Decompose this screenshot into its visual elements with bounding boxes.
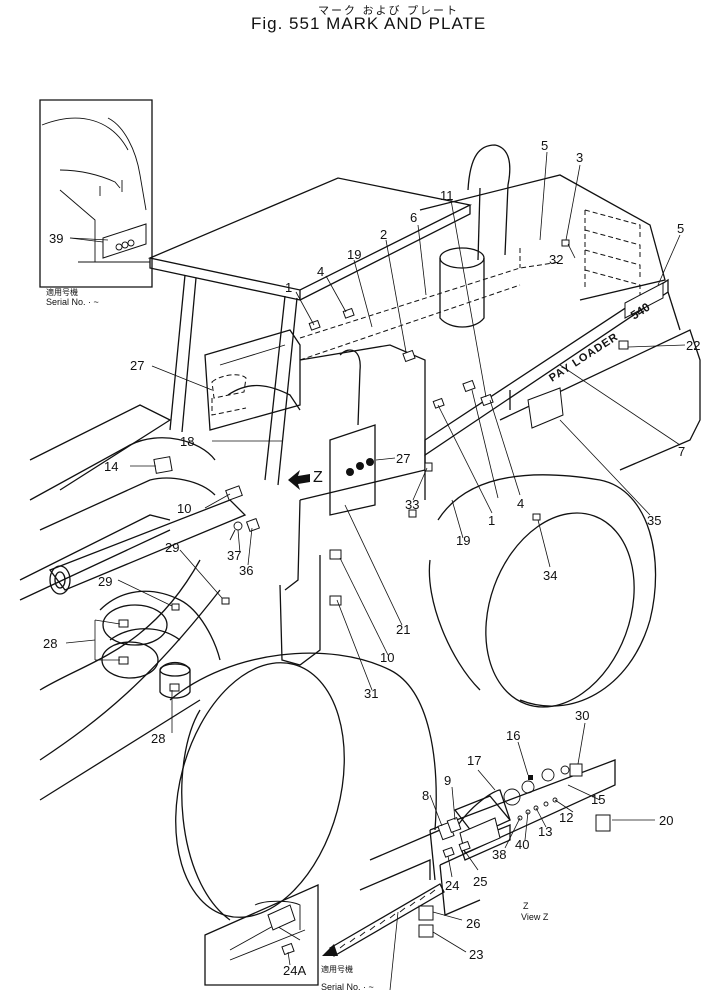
callout-4-upper: 4 [317,264,324,279]
callout-19-lower: 19 [456,533,470,548]
callout-5-right: 5 [677,221,684,236]
callout-8: 8 [422,788,429,803]
callout-1-upper: 1 [285,280,292,295]
callout-6: 6 [410,210,417,225]
view-z-letter: Z [523,901,529,911]
callout-22: 22 [686,338,700,353]
callout-27-right: 27 [396,451,410,466]
callout-17: 17 [467,753,481,768]
callout-21: 21 [396,622,410,637]
callout-24: 24 [445,878,459,893]
cab [147,177,472,666]
callout-14: 14 [104,459,118,474]
inset-top-left: 適用号機 Serial No. · ~ [39,99,153,307]
callout-29-upper: 29 [165,540,179,555]
callout-40: 40 [515,837,529,852]
callout-37: 37 [227,548,241,563]
callout-24A: 24A [283,963,306,978]
callout-4-lower: 4 [517,496,524,511]
arrow-z-letter: Z [313,469,323,486]
callout-18: 18 [180,434,194,449]
callout-38: 38 [492,847,506,862]
subtitle-jp: マーク および プレート [318,4,459,17]
callout-28-left: 28 [43,636,57,651]
decal-pay-loader: PAY LOADER [547,331,621,385]
callout-labels: 39 1 4 19 2 6 11 5 3 32 5 22 27 18 14 27… [43,138,700,978]
view-z-panel: Z View Z [418,759,616,938]
callout-30: 30 [575,708,589,723]
callout-39: 39 [49,231,63,246]
callout-16: 16 [506,728,520,743]
callout-29-lower: 29 [98,574,112,589]
callout-3: 3 [576,150,583,165]
callout-12: 12 [559,810,573,825]
tires [169,474,657,921]
callout-27-left: 27 [130,358,144,373]
callout-36: 36 [239,563,253,578]
callout-9: 9 [444,773,451,788]
callout-20: 20 [659,813,673,828]
callout-15: 15 [591,792,605,807]
callout-25: 25 [473,874,487,889]
callout-13: 13 [538,824,552,839]
callout-10-left: 10 [177,501,191,516]
inset-bottom-serial-jp: 適用号機 [321,964,353,974]
callout-23: 23 [469,947,483,962]
callout-33: 33 [405,497,419,512]
inset-top-serial-jp: 適用号機 [46,287,78,297]
callout-26: 26 [466,916,480,931]
inset-bottom-serial-en: Serial No. · ~ [321,982,374,992]
callout-28-lower: 28 [151,731,165,746]
view-z-label: View Z [521,912,549,922]
callout-2: 2 [380,227,387,242]
callout-34: 34 [543,568,557,583]
lower-frame [39,699,441,891]
callout-10-lower: 10 [380,650,394,665]
callout-32: 32 [549,252,563,267]
figure-title: Fig. 551 MARK AND PLATE [251,14,487,33]
callout-5-upper: 5 [541,138,548,153]
callout-11: 11 [440,188,454,203]
callout-7: 7 [678,444,685,459]
boom [19,404,261,761]
callout-31: 31 [364,686,378,701]
callout-35: 35 [647,513,661,528]
callout-19-upper: 19 [347,247,361,262]
inset-bottom: 適用号機 Serial No. · ~ [204,883,445,992]
callout-1-lower: 1 [488,513,495,528]
leader-lines [65,151,686,966]
inset-top-serial-en: Serial No. · ~ [46,297,99,307]
